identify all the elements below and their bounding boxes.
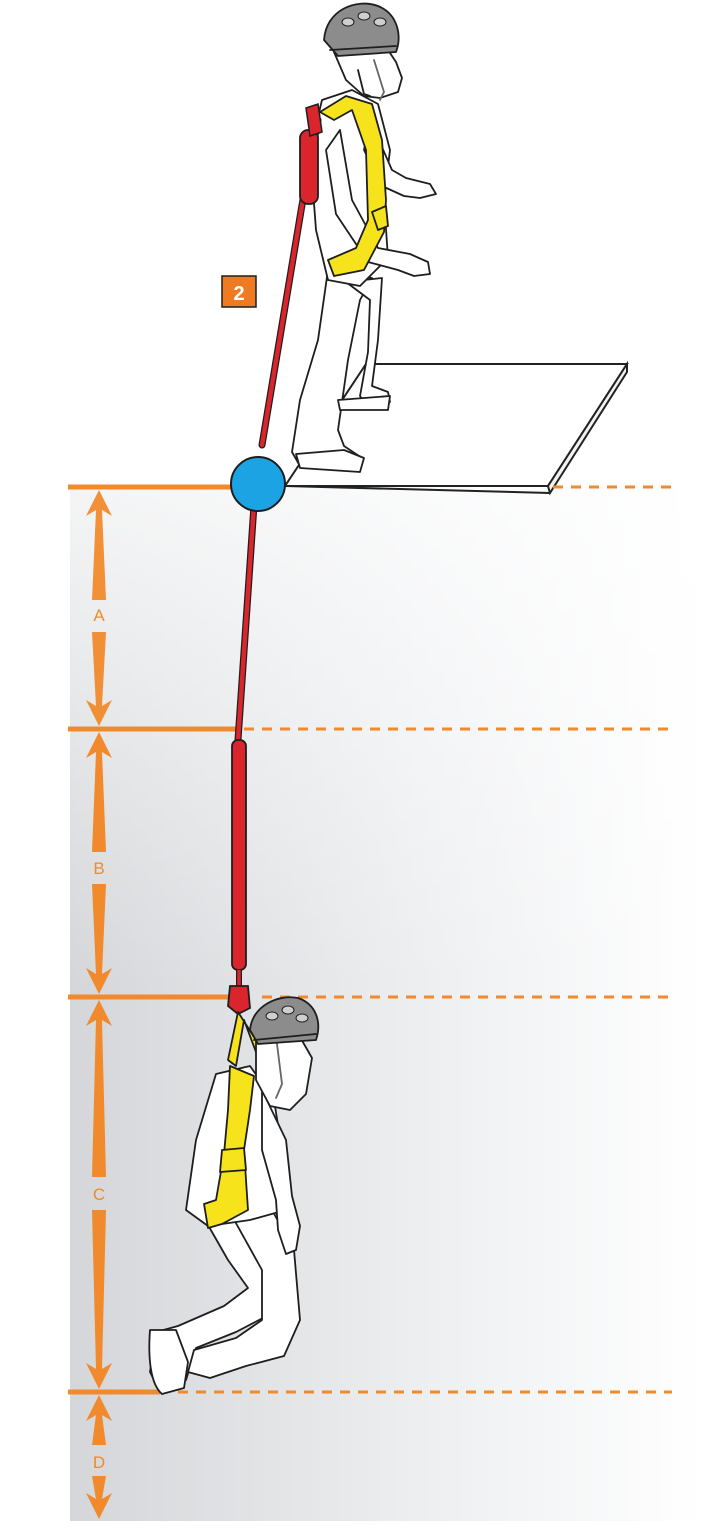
arrow-b <box>86 732 112 994</box>
lanyard-lower <box>227 501 258 1016</box>
reference-lines <box>68 484 672 1395</box>
energy-absorber-upper <box>299 129 319 205</box>
suspended-worker <box>148 996 320 1395</box>
step-badge-number: 2 <box>233 283 244 305</box>
zone-label-d: D <box>93 1453 105 1472</box>
dimension-arrows <box>86 490 112 1519</box>
lanyard-upper <box>258 103 323 449</box>
energy-absorber-deployed <box>231 739 247 971</box>
arrow-d <box>86 1395 112 1519</box>
step-badge: 2 <box>221 275 257 308</box>
zone-label-c: C <box>93 1185 105 1204</box>
anchor-point <box>230 456 286 512</box>
zone-label-b: B <box>93 859 104 878</box>
arrow-a <box>86 490 112 726</box>
arrow-c <box>86 1000 112 1389</box>
zone-label-a: A <box>93 606 105 625</box>
zone-labels: A B C D <box>93 606 105 1472</box>
standing-worker <box>291 2 437 473</box>
